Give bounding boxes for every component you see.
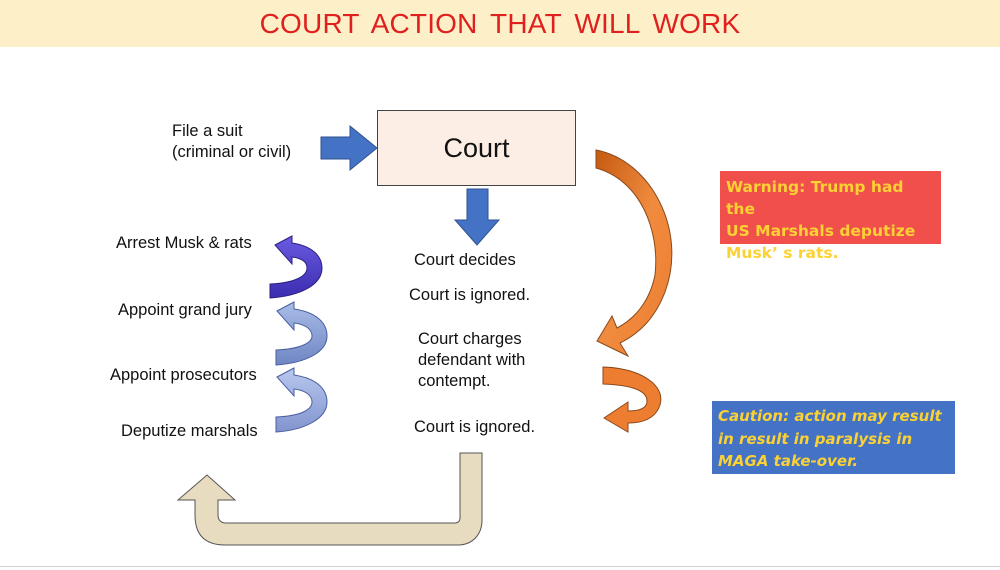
slide-bottom-border (0, 566, 1000, 567)
file-suit-label: File a suit (criminal or civil) (172, 121, 291, 163)
grand-jury-label: Appoint grand jury (118, 301, 252, 319)
prosecutors-curl-arrow (275, 367, 328, 433)
court-ignored-label-2: Court is ignored. (414, 418, 536, 436)
marshals-label: Deputize marshals (121, 422, 258, 440)
grand-jury-curl-arrow (275, 301, 328, 366)
warning-callout: Warning: Trump had the US Marshals deput… (720, 171, 941, 262)
orange-uturn-arrow (602, 366, 662, 433)
arrest-label: Arrest Musk & rats (116, 234, 252, 252)
caution-line-3: MAGA take-over. (718, 452, 859, 470)
court-charges-label: Court charges defendant with contempt. (418, 329, 525, 392)
warning-line-3: Musk’ s rats. (726, 244, 839, 262)
warning-line-1: Warning: Trump had the (726, 178, 904, 218)
court-charges-line-3: contempt. (418, 372, 491, 390)
title-bar: COURT ACTION THAT WILL WORK (0, 0, 1000, 47)
prosecutors-label: Appoint prosecutors (110, 366, 257, 384)
court-decides-label: Court decides (414, 251, 516, 269)
caution-line-1: Caution: action may result (718, 407, 942, 425)
caution-line-2: in result in paralysis in (718, 429, 913, 448)
court-down-arrow (453, 188, 501, 246)
file-suit-line-1: File a suit (172, 122, 243, 140)
file-suit-arrow (320, 124, 378, 172)
court-charges-line-1: Court charges (418, 330, 522, 348)
arrest-curl-arrow (269, 235, 323, 299)
court-charges-line-2: defendant with (418, 351, 526, 369)
return-arrow (176, 452, 483, 546)
court-box-label: Court (443, 133, 510, 163)
file-suit-line-2: (criminal or civil) (172, 143, 292, 161)
court-box: Court (377, 110, 576, 186)
caution-callout: Caution: action may result in result in … (712, 401, 955, 474)
warning-line-2: US Marshals deputize (726, 222, 916, 240)
page-title: COURT ACTION THAT WILL WORK (259, 8, 741, 39)
orange-curved-arrow (595, 149, 673, 358)
court-ignored-label-1: Court is ignored. (409, 286, 531, 304)
